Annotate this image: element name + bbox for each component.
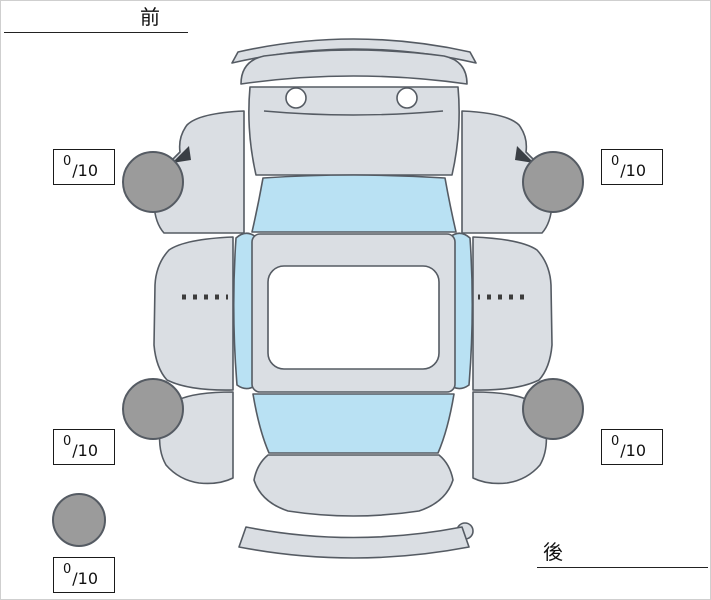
rear-right-tire <box>522 378 584 440</box>
score-max: /10 <box>620 440 647 460</box>
score-value: 0 <box>63 561 72 577</box>
hood-right-detail-circle <box>396 87 418 109</box>
tire-score-front-right: 0 /10 <box>601 149 663 185</box>
rear-window-glass <box>252 393 455 454</box>
tire-score-spare: 0 /10 <box>53 557 115 593</box>
trunk-panel <box>253 454 454 517</box>
tire-score-rear-right: 0 /10 <box>601 429 663 465</box>
rear-bumper <box>238 526 470 559</box>
tire-score-rear-left: 0 /10 <box>53 429 115 465</box>
windshield-glass <box>251 174 457 233</box>
front-underline <box>4 32 188 33</box>
score-max: /10 <box>72 440 99 460</box>
tire-score-front-left: 0 /10 <box>53 149 115 185</box>
score-max: /10 <box>72 160 99 180</box>
hood-seam-line <box>263 110 444 116</box>
front-label: 前 <box>140 5 160 29</box>
score-value: 0 <box>63 153 72 169</box>
front-left-tire <box>122 151 184 213</box>
rear-left-tire <box>122 378 184 440</box>
rear-underline <box>537 567 708 568</box>
front-right-tire <box>522 151 584 213</box>
score-value: 0 <box>63 433 72 449</box>
spare-tire <box>52 493 106 547</box>
score-max: /10 <box>72 568 99 588</box>
front-bumper <box>240 49 468 85</box>
cabin-area <box>267 265 440 370</box>
rear-label: 後 <box>543 540 563 564</box>
score-value: 0 <box>611 433 620 449</box>
score-value: 0 <box>611 153 620 169</box>
hood-left-detail-circle <box>285 87 307 109</box>
hood-panel <box>248 86 460 176</box>
score-max: /10 <box>620 160 647 180</box>
